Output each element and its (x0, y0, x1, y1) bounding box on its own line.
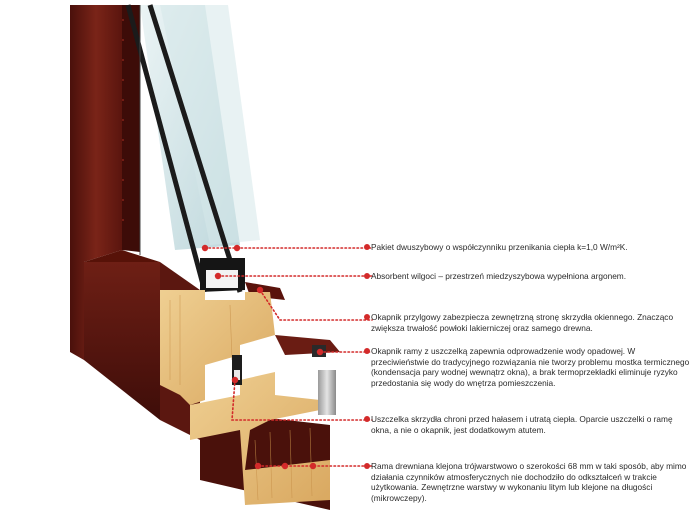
callout-seal: Uszczelka skrzydła chroni przed hałasem … (364, 414, 691, 435)
marker-sash-drip (256, 286, 264, 294)
marker-frame-drip (316, 348, 324, 356)
marker-laminated-1 (254, 462, 262, 470)
callout-glazing-text: Pakiet dwuszybowy o współczynniku przeni… (371, 242, 628, 252)
callout-sash-drip: Okapnik przylgowy zabezpiecza zewnętrzną… (364, 312, 691, 333)
callout-frame-drip-text: Okapnik ramy z uszczelką zapewnia odprow… (371, 346, 690, 388)
marker-laminated-3 (309, 462, 317, 470)
leader-seal (231, 379, 373, 421)
callout-frame-drip-dot (364, 348, 370, 354)
leader-lines (204, 247, 373, 467)
glass-pane-outer (160, 5, 260, 245)
callout-absorbent-dot (364, 273, 370, 279)
frame-drip-with-gasket (275, 335, 340, 415)
callout-absorbent: Absorbent wilgoci – przestrzeń miedzyszy… (364, 271, 691, 282)
marker-absorbent (214, 272, 222, 280)
callout-seal-text: Uszczelka skrzydła chroni przed hałasem … (371, 414, 673, 435)
leader-sash-drip (259, 289, 373, 321)
callout-seal-dot (364, 416, 370, 422)
leader-endpoints (201, 244, 324, 470)
marker-laminated-2 (281, 462, 289, 470)
callout-laminated-frame-text: Rama drewniana klejona trójwarstwowo o s… (371, 461, 687, 503)
laminated-pine-cross-section (160, 290, 330, 505)
callout-sash-drip-dot (364, 314, 370, 320)
callout-laminated-frame-dot (364, 463, 370, 469)
marker-glazing-inner (201, 244, 209, 252)
callout-glazing-dot (364, 244, 370, 250)
sash-frame (122, 5, 140, 252)
callout-laminated-frame: Rama drewniana klejona trójwarstwowo o s… (364, 461, 691, 503)
glazing-spacer (200, 258, 245, 292)
spacer-dots (122, 19, 124, 221)
callout-sash-drip-text: Okapnik przylgowy zabezpiecza zewnętrzną… (371, 312, 674, 333)
marker-seal (231, 376, 239, 384)
callout-absorbent-text: Absorbent wilgoci – przestrzeń miedzyszy… (371, 271, 627, 281)
callout-frame-drip: Okapnik ramy z uszczelką zapewnia odprow… (364, 346, 691, 388)
glass-edge-lines (125, 4, 243, 293)
marker-glazing-outer (233, 244, 241, 252)
sash-seal (232, 355, 242, 385)
callout-glazing: Pakiet dwuszybowy o współczynniku przeni… (364, 242, 691, 253)
